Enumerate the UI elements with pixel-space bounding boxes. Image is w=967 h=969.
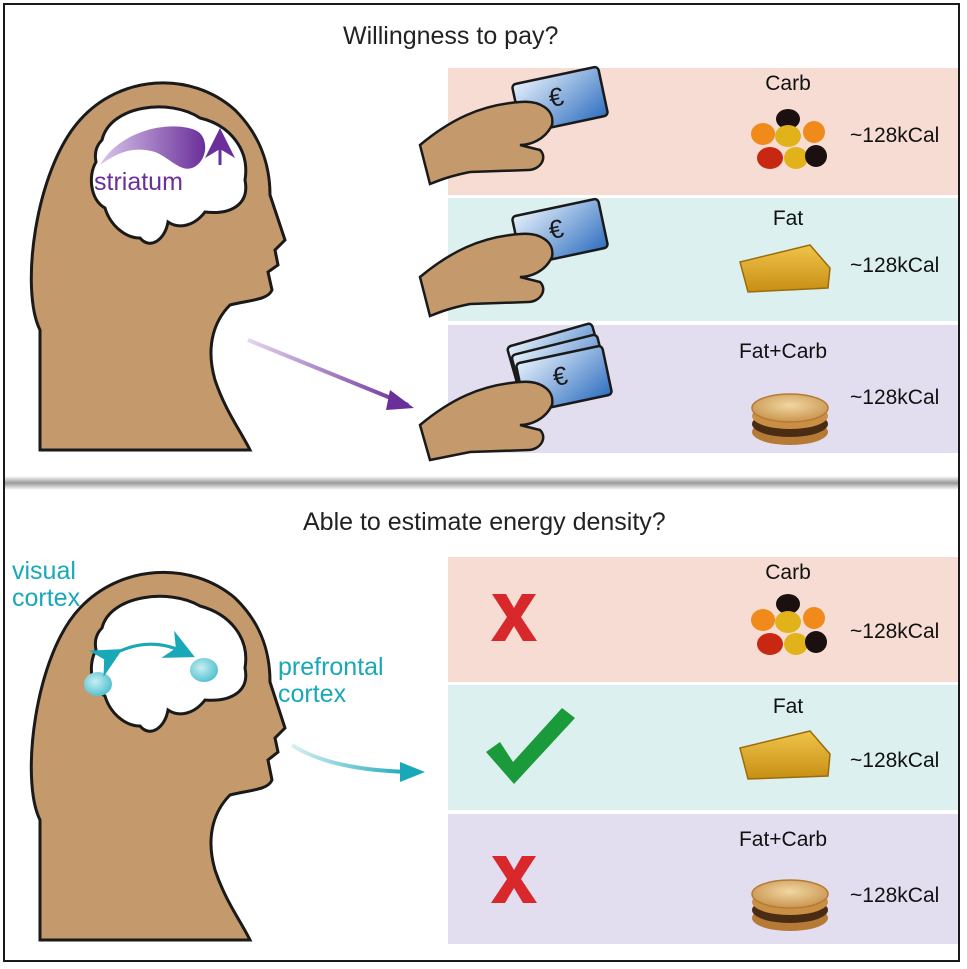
kcal-carb: ~128kCal xyxy=(850,620,940,643)
hand-money-fatcarb xyxy=(418,322,613,462)
top-panel-title: Willingness to pay? xyxy=(343,22,559,50)
prefrontal-cortex-blob xyxy=(190,658,218,682)
hand-money-carb xyxy=(418,65,609,186)
panel-separator xyxy=(5,476,958,490)
kcal-fat: ~128kCal xyxy=(850,254,940,277)
kcal-fatcarb: ~128kCal xyxy=(850,884,940,907)
prefrontal-cortex-label: prefrontal cortex xyxy=(278,653,384,708)
cross-icon xyxy=(491,594,537,641)
teal-arrow xyxy=(290,743,411,774)
teal-arrow-head xyxy=(400,762,425,782)
food-name-fat: Fat xyxy=(772,207,804,230)
cortex-double-arrow xyxy=(88,630,195,677)
candy-icon xyxy=(751,109,827,169)
hand-money-fat xyxy=(418,197,609,318)
food-name-fat: Fat xyxy=(772,695,804,718)
visual-cortex-blob xyxy=(84,672,112,696)
candy-icon xyxy=(751,594,827,655)
striatum-label: striatum xyxy=(94,168,183,196)
purple-arrow xyxy=(247,338,409,407)
food-name-fatcarb: Fat+Carb xyxy=(738,828,828,851)
visual-cortex-label: visual cortex xyxy=(12,557,81,612)
bottom-row-bg-fatcarb xyxy=(448,814,958,944)
figure-frame xyxy=(3,3,960,962)
kcal-fatcarb: ~128kCal xyxy=(850,386,940,409)
head-silhouette-bottom xyxy=(29,570,287,942)
biscuit-icon xyxy=(751,879,829,931)
striatum-shape xyxy=(100,126,206,169)
kcal-carb: ~128kCal xyxy=(850,124,940,147)
purple-arrow-head xyxy=(386,390,414,410)
cheese-icon xyxy=(739,730,831,780)
bottom-panel-title: Able to estimate energy density? xyxy=(303,508,666,536)
bottom-row-bg-carb xyxy=(448,557,958,682)
food-name-carb: Carb xyxy=(765,561,811,584)
bottom-row-bg-fat xyxy=(448,685,958,810)
kcal-fat: ~128kCal xyxy=(850,749,940,772)
food-name-carb: Carb xyxy=(765,72,811,95)
head-silhouette-top xyxy=(29,81,287,452)
food-name-fatcarb: Fat+Carb xyxy=(738,340,828,363)
biscuit-icon xyxy=(751,393,829,445)
cross-icon xyxy=(491,856,537,903)
check-icon xyxy=(486,708,575,784)
cheese-icon xyxy=(739,244,831,293)
